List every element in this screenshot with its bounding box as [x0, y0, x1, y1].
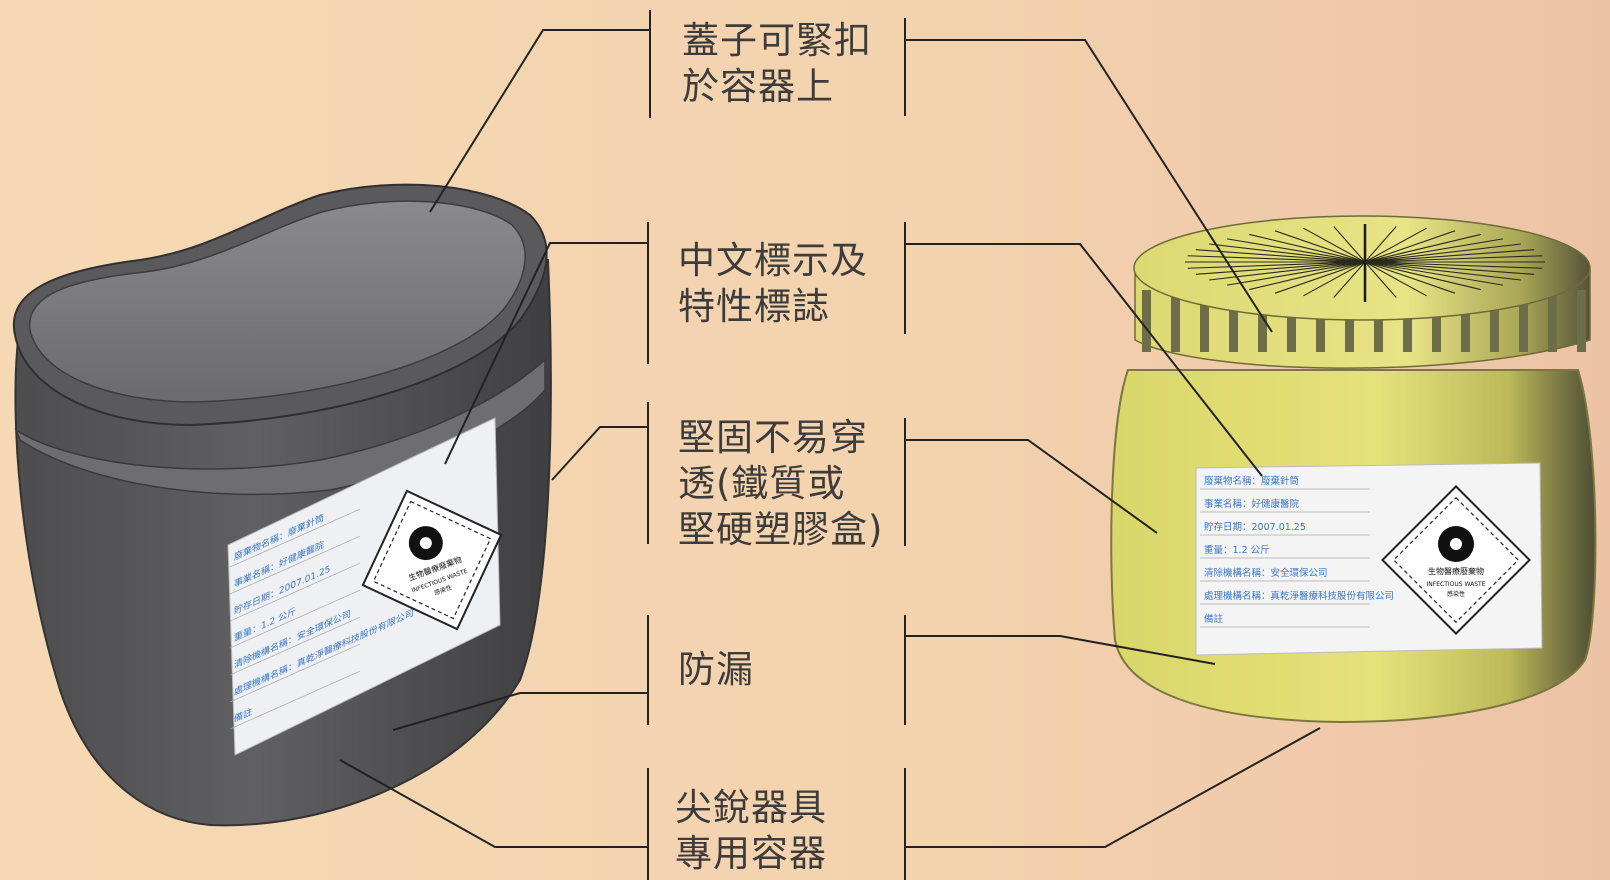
lid-ridge: [1345, 290, 1354, 352]
bracket-leak-right: [904, 615, 906, 725]
leader-leak-left: [392, 692, 648, 731]
label-row-divider: [230, 562, 360, 622]
lid-ridge: [1374, 290, 1383, 352]
lid-ridge: [1403, 290, 1412, 352]
leader-sharps-left: [339, 759, 648, 848]
bracket-sharps-left: [647, 768, 649, 880]
bracket-leak-left: [647, 615, 649, 725]
lid-ridge: [1200, 290, 1209, 352]
callout-label: 中文標示及 特性標誌: [678, 239, 868, 328]
label-row-divider: [230, 670, 360, 730]
right-jar-lid-star: [1185, 224, 1545, 302]
lid-ridge: [1577, 290, 1586, 352]
label-row-divider: [230, 589, 360, 649]
lid-ridge: [1316, 290, 1325, 352]
leader-sturdy-right: [905, 439, 1158, 534]
callout-sturdy: 堅固不易穿 透(鐵質或 堅硬塑膠盒): [678, 416, 884, 551]
lid-ridge: [1258, 290, 1267, 352]
leader-label-right: [905, 243, 1263, 477]
label-row-text: 廢棄物名稱：廢棄針筒: [1204, 475, 1299, 487]
label-row-divider: [230, 508, 360, 568]
right-hazard-text: 感染性: [1447, 590, 1465, 598]
lid-ridge: [1171, 290, 1180, 352]
leader-lines: [339, 29, 1321, 848]
leader-label-left: [444, 242, 648, 465]
lid-ridge: [1229, 290, 1238, 352]
label-row-divider: [230, 643, 360, 703]
lid-ridge: [1548, 290, 1557, 352]
bracket-label-right: [904, 222, 906, 334]
lid-ridge: [1490, 290, 1499, 352]
lid-ridge: [1287, 290, 1296, 352]
right-hazard-diamond: 生物醫療廢棄物 INFECTIOUS WASTE 感染性: [1381, 485, 1531, 635]
bracket-sharps-right: [904, 768, 906, 880]
label-row-text: 事業名稱：好健康醫院: [1204, 498, 1300, 510]
label-row-text: 清除機構名稱：安全環保公司: [1204, 567, 1328, 579]
bracket-sturdy-left: [647, 402, 649, 544]
bracket-label-left: [647, 222, 649, 364]
lid-ridge: [1142, 290, 1151, 352]
leader-lid-right: [905, 39, 1273, 333]
label-row-divider: [230, 535, 360, 595]
leader-sharps-right: [905, 727, 1321, 848]
label-row-text: 備註: [1204, 613, 1224, 625]
lid-ridge: [1461, 290, 1470, 352]
bracket-lid-right: [904, 18, 906, 116]
label-row-text: 貯存日期：2007.01.25: [1204, 521, 1306, 533]
leader-lid-left: [429, 29, 650, 213]
right-hazard-text: INFECTIOUS WASTE: [1427, 581, 1486, 588]
callout-sharps: 尖銳器具 專用容器: [675, 786, 827, 875]
left-hazard-diamond: 生物醫療廢棄物 INFECTIOUS WASTE 感染性: [361, 489, 503, 631]
leader-sturdy-left: [551, 426, 648, 481]
label-row-divider: [230, 616, 360, 676]
callout-leakproof: 防漏: [678, 648, 754, 691]
label-row-text: 處理機構名稱：真乾淨醫療科技股份有限公司: [1204, 590, 1394, 602]
left-sharps-container: 廢棄物名稱：廢棄針筒事業名稱：好健康醫院貯存日期：2007.01.25重量：1.…: [12, 183, 552, 827]
bracket-lid-left: [649, 10, 651, 118]
right-hazard-text: 生物醫療廢棄物: [1428, 566, 1484, 576]
leader-leak-right: [905, 635, 1216, 665]
bracket-sturdy-right: [904, 418, 906, 546]
label-row-text: 重量：1.2 公斤: [1204, 544, 1270, 556]
callout-lid: 蓋子可緊扣 於容器上: [682, 19, 872, 108]
lid-ridge: [1432, 290, 1441, 352]
left-container-opening: [28, 200, 526, 403]
right-jar-lid-ridges: [1142, 290, 1586, 352]
lid-ridge: [1519, 290, 1528, 352]
